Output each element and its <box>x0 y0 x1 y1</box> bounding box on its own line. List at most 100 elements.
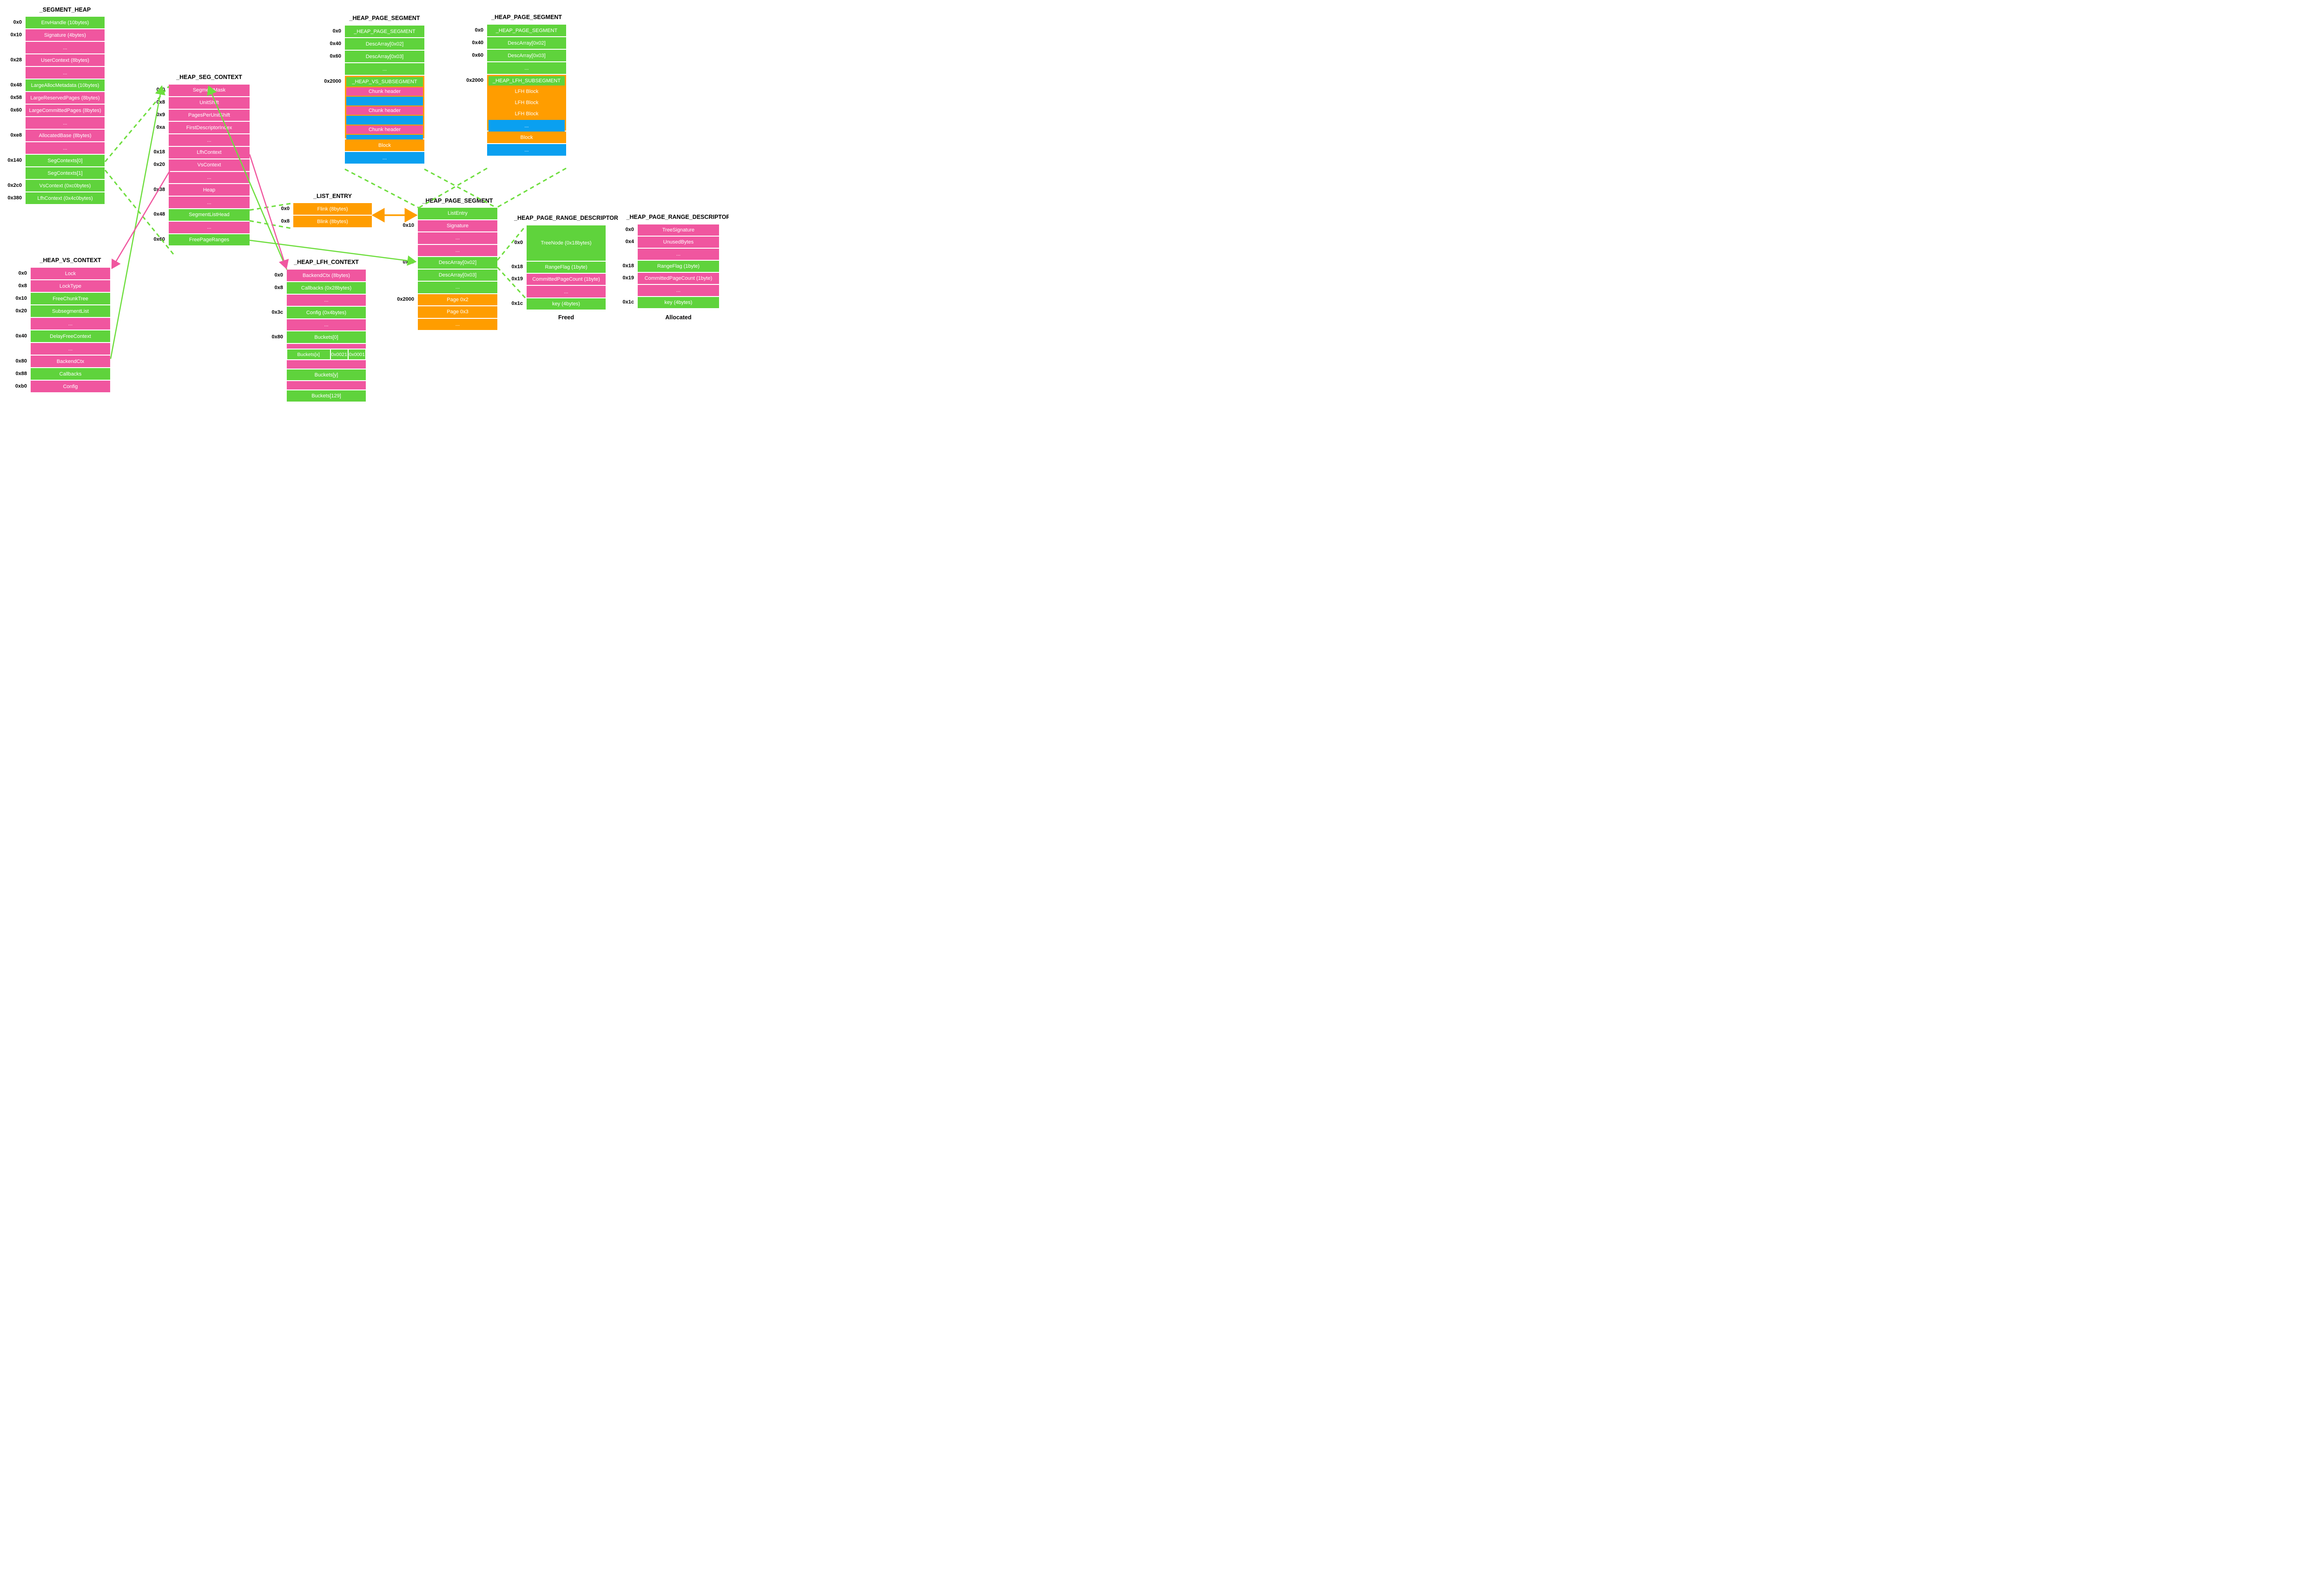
offset-label: 0x20 <box>153 162 165 168</box>
struct-row: PagesPerUnitShift <box>169 109 250 121</box>
offset-label: 0x1c <box>622 299 634 305</box>
struct-row: TreeSignature <box>638 224 719 236</box>
struct-title-heap-page-segment-vs: _HEAP_PAGE_SEGMENT <box>349 15 420 21</box>
struct-row: LFH Block <box>489 98 565 108</box>
offset-label: 0xe8 <box>10 132 22 138</box>
struct-row: ... <box>31 343 110 355</box>
offset-label: 0x0 <box>281 205 290 211</box>
offset-label: 0x0 <box>475 27 483 33</box>
struct-row: _HEAP_PAGE_SEGMENT <box>487 25 566 36</box>
struct-row: ... <box>169 197 250 208</box>
struct-row: ... <box>418 244 497 256</box>
offset-label: 0x48 <box>10 82 22 88</box>
offset-label: 0x60 <box>472 52 483 58</box>
arrow-mid-to-freed-bottom <box>496 266 527 299</box>
struct-title-heap-lfh-context: _HEAP_LFH_CONTEXT <box>294 259 359 265</box>
offset-label: 0x140 <box>7 157 22 163</box>
offset-label: 0x8 <box>281 218 290 224</box>
struct-row: Heap <box>169 184 250 196</box>
struct-row: Buckets[129] <box>287 390 366 402</box>
offset-label: 0x8 <box>18 283 27 289</box>
struct-title-range-descriptor-freed: _HEAP_PAGE_RANGE_DESCRIPTOR <box>514 215 618 221</box>
struct-row: ... <box>638 249 719 260</box>
struct-row: Page 0x2 <box>418 294 497 305</box>
struct-row: SubsegmentList <box>31 305 110 317</box>
arrow-lfhcontext-ptr-to-lfh-backendctx <box>249 154 289 270</box>
struct-row: ... <box>345 152 424 164</box>
struct-row: DescArray[0x03] <box>345 51 424 62</box>
offset-label: 0xb0 <box>15 383 27 389</box>
struct-row: ... <box>345 63 424 75</box>
struct-row: Lock <box>31 268 110 279</box>
struct-row: ... <box>287 295 366 306</box>
offset-label: 0xa <box>156 124 165 130</box>
struct-row: _HEAP_LFH_SUBSEGMENT <box>489 76 565 86</box>
struct-row: SegContexts[0] <box>26 155 105 166</box>
struct-row <box>346 116 423 125</box>
offset-label: 0x60 <box>10 107 22 113</box>
struct-row: ... <box>287 319 366 330</box>
heap-structures-diagram: _SEGMENT_HEAP EnvHandle (10bytes)Signatur… <box>0 0 729 407</box>
struct-row: FreeChunkTree <box>31 293 110 304</box>
caption-range-descriptor-freed: Freed <box>558 314 574 321</box>
struct-row: TreeNode (0x18bytes) <box>527 225 606 261</box>
struct-row: ... <box>489 120 565 132</box>
struct-row: Buckets[0] <box>287 331 366 343</box>
struct-row: VsContext (0xc0bytes) <box>26 180 105 191</box>
struct-row <box>287 360 366 369</box>
struct-row: Chunk header <box>346 125 423 134</box>
struct-row: CommittedPageCount (1byte) <box>638 273 719 284</box>
struct-row: VsContext <box>169 159 250 171</box>
struct-row: Config (0x4bytes) <box>287 307 366 318</box>
struct-title-heap-page-segment-mid: _HEAP_PAGE_SEGMENT <box>422 198 493 204</box>
struct-row: DescArray[0x03] <box>418 269 497 281</box>
struct-row: EnvHandle (10bytes) <box>26 17 105 28</box>
offset-label: 0x0 <box>625 227 634 232</box>
arrow-vscontext-ptr-to-vs-lock <box>111 171 171 270</box>
offset-label: 0x2c0 <box>7 182 22 188</box>
struct-row: UserContext (8bytes) <box>26 54 105 66</box>
struct-row: ... <box>169 171 250 184</box>
struct-row: ... <box>26 117 105 129</box>
offset-label: 0x38 <box>153 186 165 192</box>
struct-row: LfhContext (0x4c0bytes) <box>26 192 105 204</box>
struct-row: Config <box>31 381 110 392</box>
struct-row: SegContexts[1] <box>26 167 105 179</box>
offset-label: 0x60 <box>330 53 341 59</box>
offset-label: 0x0 <box>13 19 22 25</box>
struct-row: Flink (8bytes) <box>293 203 372 215</box>
struct-cell: 0x0021 <box>330 350 348 359</box>
struct-row: ... <box>418 232 497 244</box>
struct-row: DescArray[0x02] <box>345 38 424 50</box>
struct-row: ... <box>31 318 110 330</box>
offset-label: 0x380 <box>7 195 22 201</box>
offset-label: 0x9 <box>156 112 165 118</box>
struct-row: ... <box>26 67 105 79</box>
struct-row: Chunk header <box>346 106 423 115</box>
offset-label: 0x18 <box>153 149 165 155</box>
offset-label: 0x58 <box>10 94 22 100</box>
struct-row: DescArray[0x03] <box>487 50 566 61</box>
offset-label: 0x3c <box>271 309 283 315</box>
struct-title-heap-vs-context: _HEAP_VS_CONTEXT <box>40 257 101 264</box>
offset-label: 0x4 <box>625 239 634 244</box>
struct-title-segment-heap: _SEGMENT_HEAP <box>39 7 91 13</box>
offset-label: 0x1c <box>511 301 523 306</box>
struct-row: DelayFreeContext <box>31 330 110 342</box>
struct-row: FreePageRanges <box>169 234 250 246</box>
struct-title-heap-seg-context: _HEAP_SEG_CONTEXT <box>176 74 242 80</box>
struct-row: DescArray[0x02] <box>418 257 497 269</box>
arrow-lfhseg-br-to-mid-tr <box>496 167 567 209</box>
struct-segment-heap: EnvHandle (10bytes)Signature (4bytes)...… <box>26 17 105 205</box>
struct-row: key (4bytes) <box>527 298 606 310</box>
struct-row: _HEAP_VS_SUBSEGMENT <box>346 77 423 86</box>
struct-row: Buckets[y] <box>287 369 366 380</box>
offset-label: 0x18 <box>622 263 634 269</box>
caption-range-descriptor-allocated: Allocated <box>665 314 692 321</box>
